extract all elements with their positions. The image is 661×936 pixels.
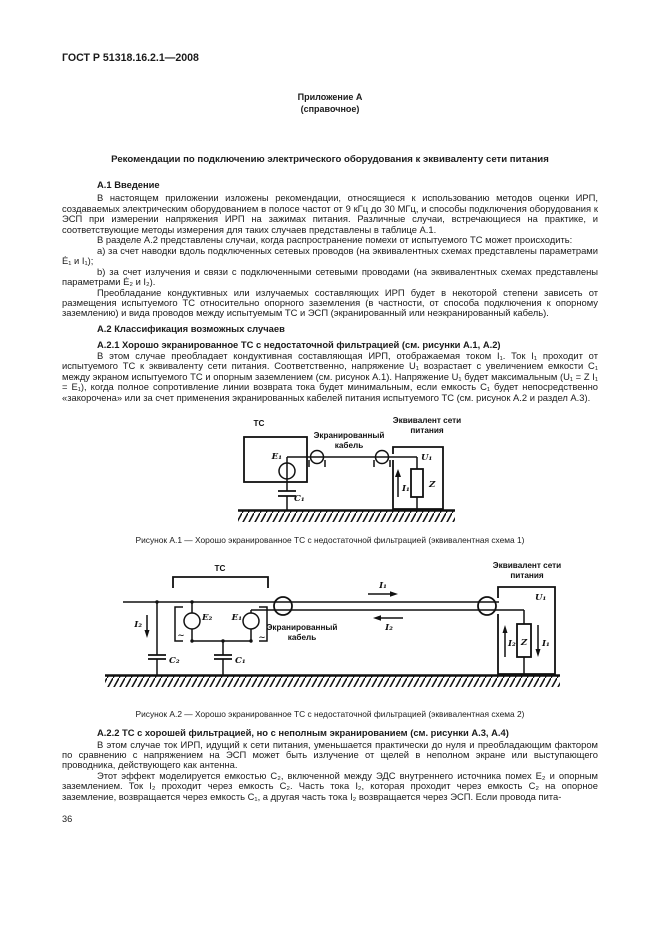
- tc-outline: [172, 575, 269, 588]
- i2-left-arrow-head: [144, 629, 150, 638]
- i1-arrow-head: [395, 469, 401, 478]
- heading-a1: А.1 Введение: [97, 179, 160, 190]
- i2-cable-label: I₂: [384, 623, 393, 633]
- figure-a2-diagram: ТС C₂ I₂ E₂ ∼: [105, 561, 561, 687]
- heading-a2: А.2 Классификация возможных случаев: [97, 322, 285, 334]
- tc-label: ТС: [254, 419, 265, 428]
- z-label: Z: [520, 638, 528, 648]
- page-content: ГОСТ Р 51318.16.2.1—2008 Приложение А (с…: [62, 52, 598, 824]
- source-e1-symbol: [278, 462, 296, 480]
- cable-label-line2: кабель: [288, 632, 317, 642]
- z-label: Z: [428, 480, 436, 490]
- i1-label: I₁: [401, 484, 410, 494]
- figure-a1-caption: Рисунок А.1 — Хорошо экранированное ТС с…: [135, 535, 525, 546]
- i2-left-label: I₂: [133, 620, 142, 630]
- cable-connector-left: [273, 595, 293, 616]
- annex-heading: Приложение А (справочное): [62, 92, 598, 115]
- i2-box-arrow-head: [502, 624, 508, 633]
- junction-dot: [155, 599, 159, 604]
- cable-connector-left: [309, 449, 325, 465]
- ground-hatch: [105, 675, 560, 687]
- esp-label-line2: питания: [510, 571, 544, 580]
- figure-a2: ТС C₂ I₂ E₂ ∼: [62, 546, 598, 704]
- c1-label: C₁: [294, 494, 305, 504]
- annex-type: (справочное): [300, 103, 360, 114]
- e2-bracket: [174, 605, 183, 642]
- running-header: ГОСТ Р 51318.16.2.1—2008: [62, 52, 199, 64]
- source-e2-symbol: [183, 611, 201, 630]
- junction-dot: [249, 638, 253, 643]
- esp-label-line2: питания: [410, 426, 444, 435]
- paragraph-a1-2: В разделе А.2 представлены случаи, когда…: [97, 234, 573, 246]
- junction-dot: [190, 638, 194, 643]
- page-number: 36: [62, 814, 73, 825]
- i1-box-label: I₁: [541, 639, 550, 649]
- e1-label: E₁: [231, 613, 242, 623]
- cable-connector-right: [374, 449, 390, 465]
- esp-label-line1: Эквивалент сети: [493, 561, 561, 570]
- e1-label: E₁: [271, 452, 282, 462]
- i1-box-arrow-head: [535, 648, 541, 657]
- e1-tilde: ∼: [258, 633, 265, 643]
- source-e1-symbol: [242, 611, 260, 630]
- annex-title: Рекомендации по подключению электрическо…: [111, 154, 549, 165]
- esp-label-line1: Эквивалент сети: [393, 416, 461, 425]
- z-impedance: [410, 468, 424, 498]
- cable-label-line2: кабель: [335, 440, 364, 450]
- ground-hatch: [238, 511, 455, 523]
- i1-cable-arrow-head: [390, 590, 398, 597]
- cable-label-line1: Экранированный: [314, 431, 385, 440]
- heading-a22: А.2.2 ТС с хорошей фильтрацией, но с неп…: [97, 727, 509, 739]
- e2-label: E₂: [201, 613, 213, 623]
- i1-cable-label: I₁: [378, 581, 387, 591]
- list-item-a: а) за счет наводки вдоль подключенных се…: [62, 244, 598, 267]
- e1-bracket: [259, 605, 268, 642]
- paragraph-a22-1: В этом случае ток ИРП, идущий к сети пит…: [62, 738, 598, 771]
- esp-box: [392, 446, 444, 510]
- i2-box-label: I₂: [507, 639, 516, 649]
- list-item-b: b) за счет излучения и связи с подключен…: [62, 265, 598, 288]
- paragraph-a1-1: В настоящем приложении изложены рекоменд…: [62, 192, 598, 235]
- figure-a2-caption: Рисунок А.2 — Хорошо экранированное ТС с…: [135, 708, 525, 719]
- esp-box: [497, 585, 556, 675]
- paragraph-a21-1: В этом случае преобладает кондуктивная с…: [62, 349, 598, 403]
- u1-label: U₁: [421, 453, 432, 463]
- cable-label-line1: Экранированный: [267, 623, 338, 632]
- figure-a1-diagram: ТС E₁ C₁ Экранированный кабель: [238, 416, 461, 523]
- paragraph-a1-3: Преобладание кондуктивных или излучаемых…: [62, 286, 598, 319]
- annex-label: Приложение А: [297, 92, 363, 102]
- c1-label: C₁: [235, 656, 246, 666]
- tc-label: ТС: [215, 564, 226, 573]
- tc-box: [243, 436, 308, 483]
- e2-tilde: ∼: [177, 631, 184, 641]
- paragraph-a22-2: Этот эффект моделируется емкостью C₂, вк…: [62, 769, 598, 802]
- figure-a1: ТС E₁ C₁ Экранированный кабель: [62, 403, 598, 532]
- cable-connector-right: [477, 595, 497, 616]
- u1-label: U₁: [535, 593, 546, 603]
- heading-a21: А.2.1 Хорошо экранированное ТС с недоста…: [97, 339, 501, 351]
- i2-cable-arrow-head: [373, 614, 381, 621]
- c2-label: C₂: [169, 656, 180, 666]
